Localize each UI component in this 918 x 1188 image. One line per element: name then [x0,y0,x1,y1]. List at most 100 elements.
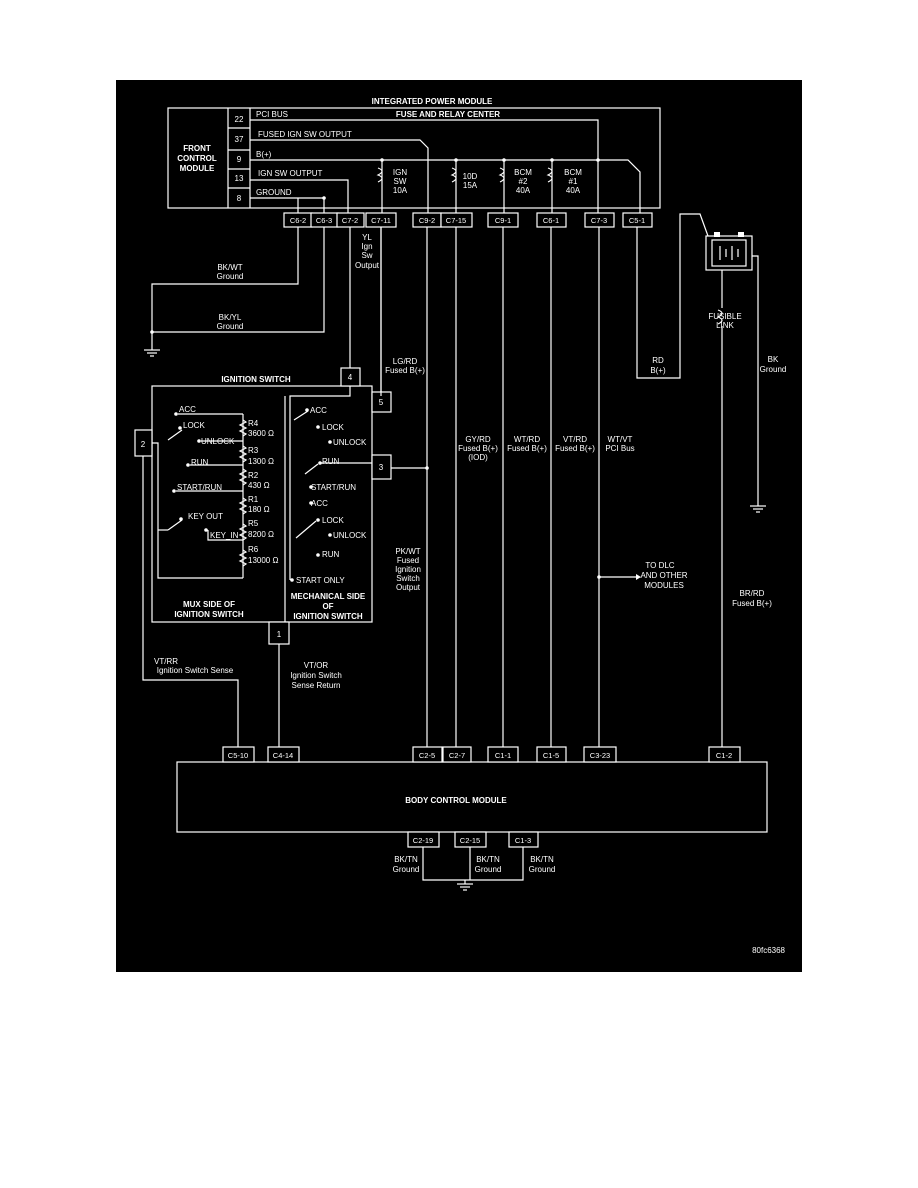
mech-start-run: START/RUN [311,483,356,492]
mech-side-label-1: MECHANICAL SIDE [291,592,366,601]
bcm-ground-3-a: BK/TN [530,855,554,864]
bcm-c5-10: C5-10 [228,751,248,760]
pci-bus-label: PCI BUS [256,110,288,119]
bcm-ground-3-b: Ground [529,865,556,874]
fusible-link-icon [716,309,723,325]
bcm-c2-15: C2-15 [460,836,480,845]
ign-pin-4-label: 4 [348,373,353,382]
connector-c7-2: C7-2 [342,216,358,225]
fuse-ign-sw-3: 10A [393,186,408,195]
ign-pin-2-label: 2 [141,440,146,449]
fuse-icon [498,167,505,183]
arrow-right-icon [636,574,641,580]
fcm-label-1: FRONT [183,144,211,153]
connector-c9-2: C9-2 [419,216,435,225]
resistor-r3-name: R3 [248,446,259,455]
resistor-r6-value: 13000 Ω [248,556,278,565]
wire-gyrd-2: Fused B(+) [458,444,498,453]
resistor-r4-name: R4 [248,419,259,428]
resistor-r5-name: R5 [248,519,259,528]
figure-id: 80fc6368 [752,946,785,955]
bcm-ground-2-a: BK/TN [476,855,500,864]
fuse-bcm1-3: 40A [566,186,581,195]
fuse-icon [546,167,553,183]
bcm-c2-19: C2-19 [413,836,433,845]
mux-run: RUN [191,458,209,467]
wire-yl-4: Output [355,261,380,270]
resistor-r1-name: R1 [248,495,259,504]
wire-vtrd-2: Fused B(+) [555,444,595,453]
fuse-center-label: FUSE AND RELAY CENTER [396,110,500,119]
resistor-r1-value: 180 Ω [248,505,270,514]
wire-yl-3: Sw [361,251,372,260]
fcm-pin-8: 8 [237,194,242,203]
wire-rd-1: RD [652,356,664,365]
bcm-title: BODY CONTROL MODULE [405,796,507,805]
bcm-top-connectors: C5-10 C4-14 C2-5 C2-7 C1-1 C1-5 C3-23 C1… [222,746,741,763]
wire-vtor-3: Sense Return [292,681,341,690]
wire-brrd-1: BR/RD [740,589,765,598]
fusible-link-1: FUSIBLE [708,312,741,321]
fuse-icon [376,167,383,183]
mech-run-1: RUN [322,457,340,466]
mux-key-out: KEY OUT [188,512,223,521]
connector-c6-1: C6-1 [543,216,559,225]
wire-wtrd-1: WT/RD [514,435,540,444]
wire-bkyl-2: Ground [217,322,244,331]
wire-vtrr-1: VT/RR [154,657,178,666]
wire-wtvt-2: PCI Bus [605,444,634,453]
wire-bkyl-1: BK/YL [219,313,242,322]
connector-c9-1: C9-1 [495,216,511,225]
mux-start-run: START/RUN [177,483,222,492]
bcm-c1-5: C1-5 [543,751,559,760]
bcm-c2-5: C2-5 [419,751,435,760]
wire-lgrd-1: LG/RD [393,357,418,366]
bcm-ground-1-b: Ground [393,865,420,874]
fuse-bcm2-1: BCM [514,168,532,177]
bcm-bottom-connectors: C2-19 C2-15 C1-3 [407,831,539,848]
resistor-r2-name: R2 [248,471,259,480]
wire-vtrr-2: Ignition Switch Sense [157,666,234,675]
wire-gyrd-3: (IOD) [468,453,488,462]
wire-pkwt-2: Fused [397,556,419,565]
wire-bk-2: Ground [760,365,787,374]
fused-ign-label: FUSED IGN SW OUTPUT [258,130,352,139]
ign-pin-5-label: 5 [379,398,384,407]
ground-label: GROUND [256,188,292,197]
ground-icon [750,505,766,513]
wire-wtrd-2: Fused B(+) [507,444,547,453]
connector-c7-11: C7-11 [371,216,391,225]
wire-yl-2: Ign [361,242,372,251]
to-dlc-2: AND OTHER [640,571,687,580]
fcm-pin-37: 37 [235,135,244,144]
ignition-switch-title: IGNITION SWITCH [221,375,291,384]
fcm-pin-9: 9 [237,155,242,164]
bcm-c2-7: C2-7 [449,751,465,760]
resistor-r3-value: 1300 Ω [248,457,274,466]
fcm-label-3: MODULE [180,164,215,173]
mech-acc-2: ACC [311,499,328,508]
fuse-icon [450,167,457,183]
bcm-ground-2-b: Ground [475,865,502,874]
fuse-10d-2: 15A [463,181,478,190]
resistor-r2-value: 430 Ω [248,481,270,490]
mech-unlock-1: UNLOCK [333,438,367,447]
fuse-ign-sw-2: SW [394,177,407,186]
connector-c5-1: C5-1 [629,216,645,225]
bcm-c1-3: C1-3 [515,836,531,845]
connector-c7-3: C7-3 [591,216,607,225]
ground-icon [457,883,473,891]
ground-icon [144,349,160,357]
wire-pkwt-1: PK/WT [395,547,420,556]
fuse-10d-1: 10D [463,172,478,181]
wire-vtor-2: Ignition Switch [290,671,342,680]
fuse-ign-sw-1: IGN [393,168,407,177]
mech-start-only: START ONLY [296,576,345,585]
bcm-ground-1-a: BK/TN [394,855,418,864]
wire-pkwt-4: Switch [396,574,420,583]
mech-side-label-2: OF [322,602,333,611]
wire-bkwt-1: BK/WT [217,263,242,272]
wire-vtor-1: VT/OR [304,661,329,670]
wire-vtrd-1: VT/RD [563,435,587,444]
mux-acc: ACC [179,405,196,414]
